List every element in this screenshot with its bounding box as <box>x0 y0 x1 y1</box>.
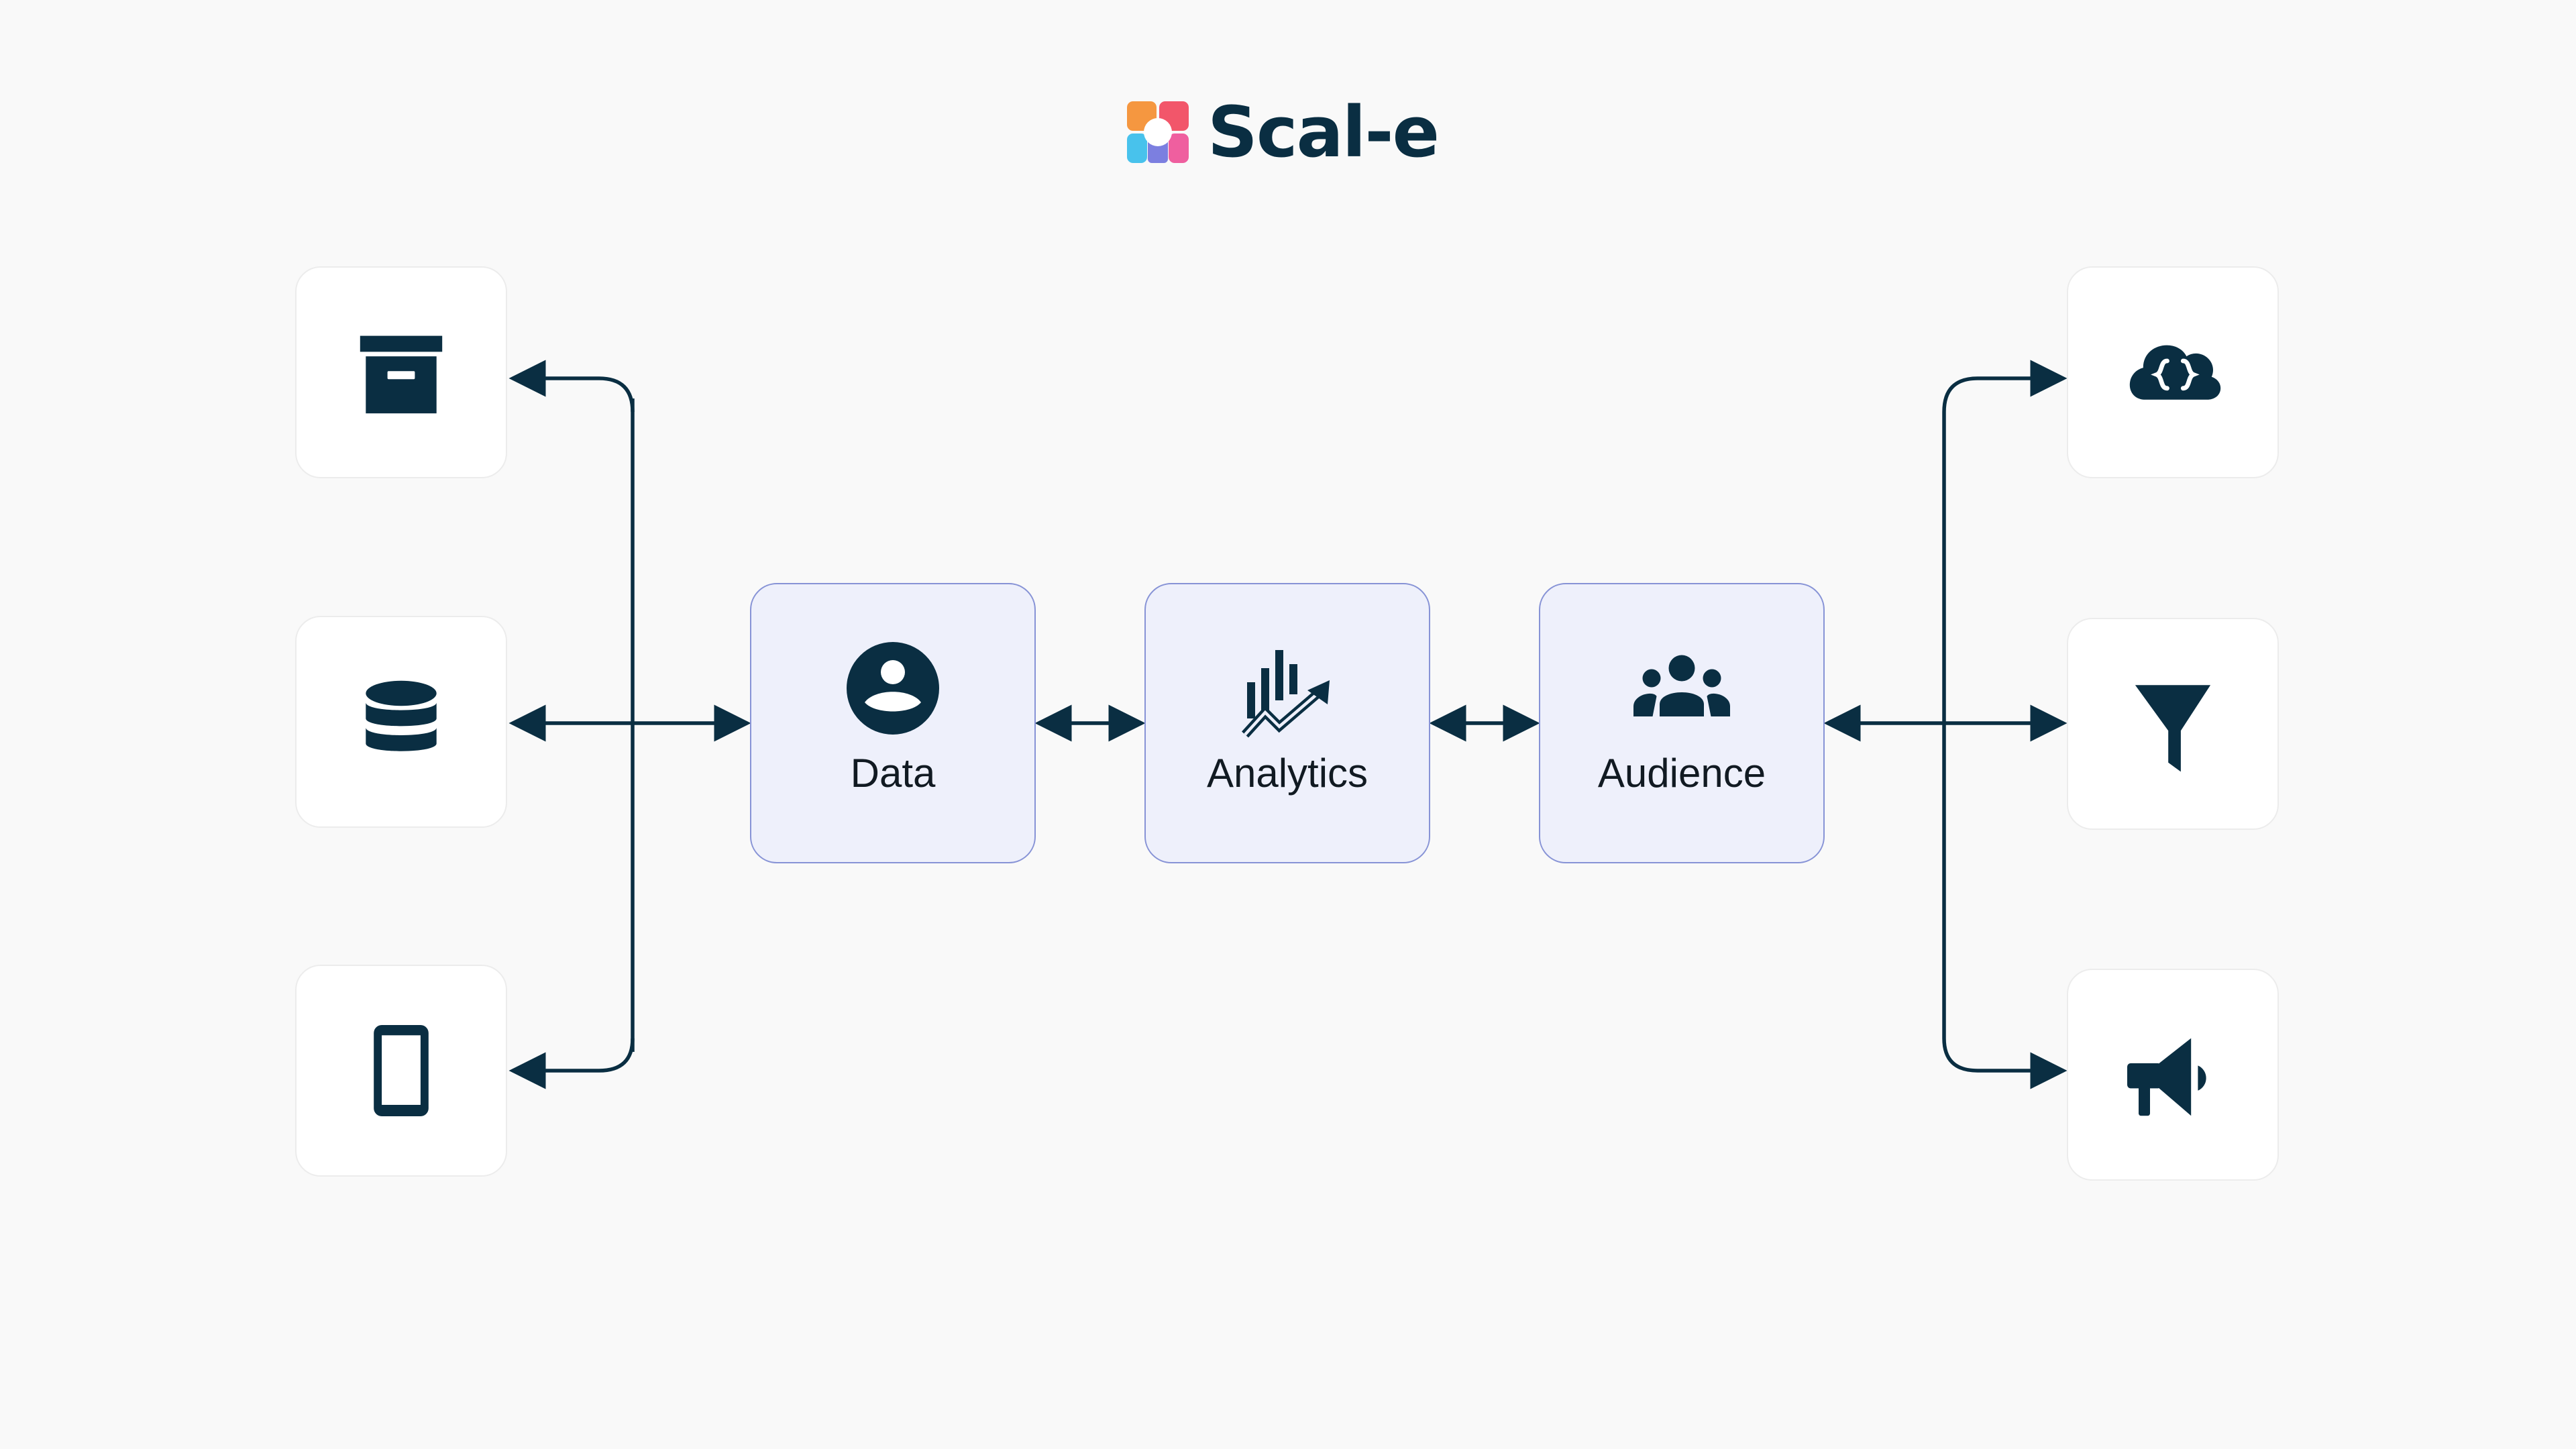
user-circle-icon <box>847 642 939 735</box>
megaphone-icon <box>2127 1038 2206 1116</box>
destination-tile-cloud <box>2067 266 2279 478</box>
brand-logo: Scal-e <box>1127 91 1440 173</box>
hub-label-data: Data <box>850 751 936 796</box>
analytics-trend-icon <box>1242 650 1330 738</box>
destination-tile-megaphone <box>2067 969 2279 1181</box>
hub-label-analytics: Analytics <box>1206 751 1368 796</box>
connector-megaphone <box>1942 1038 2068 1089</box>
database-icon <box>366 680 437 751</box>
connector-tablet <box>508 1038 635 1089</box>
destination-tile-funnel <box>2067 618 2279 830</box>
hub-label-audience: Audience <box>1597 751 1766 796</box>
hub-audience[interactable]: Audience <box>1539 583 1825 863</box>
source-tile-tablet <box>295 965 507 1177</box>
archive-box-icon <box>360 335 443 414</box>
brand-name: Scal-e <box>1208 91 1440 173</box>
hub-data[interactable]: Data <box>750 583 1036 863</box>
scale-logo-icon <box>1127 101 1189 163</box>
group-icon <box>1633 655 1730 716</box>
connector-archive <box>508 360 635 413</box>
funnel-icon <box>2135 685 2211 772</box>
hub-analytics[interactable]: Analytics <box>1144 583 1430 863</box>
cloud-code-icon <box>2129 345 2221 400</box>
source-tile-database <box>295 616 507 828</box>
connector-cloud <box>1942 360 2068 413</box>
tablet-icon <box>374 1025 429 1116</box>
source-tile-archive <box>295 266 507 478</box>
